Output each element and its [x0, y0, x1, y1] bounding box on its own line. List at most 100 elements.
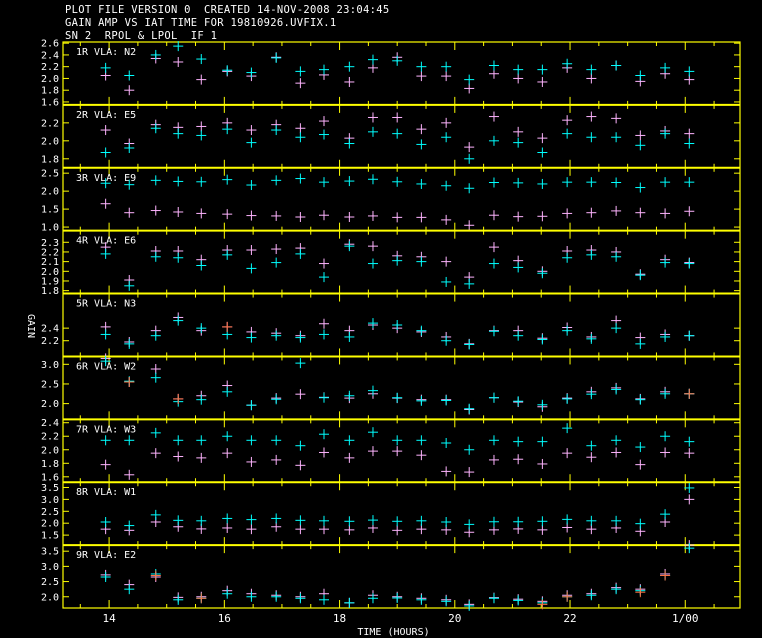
rpol-point [124, 435, 135, 446]
lpol-point [222, 448, 233, 459]
rpol-point [367, 54, 378, 65]
rpol-point [100, 62, 111, 73]
y-tick-label: 2.4 [41, 418, 59, 429]
x-axis-label: TIME (HOURS) [357, 627, 429, 638]
rpol-point [100, 248, 111, 259]
rpol-point [319, 329, 330, 340]
rpol-point [488, 177, 499, 188]
lpol-point [513, 126, 524, 137]
lpol-point [416, 71, 427, 82]
lpol-point [488, 210, 499, 221]
y-tick-label: 2.4 [41, 324, 59, 335]
lpol-point [246, 456, 257, 467]
rpol-point [660, 128, 671, 139]
rpol-point [271, 394, 282, 405]
rpol-point [271, 52, 282, 63]
rpol-point [586, 590, 597, 601]
rpol-point [586, 440, 597, 451]
rpol-point [464, 183, 475, 194]
rpol-point [295, 248, 306, 259]
lpol-point [150, 205, 161, 216]
rpol-point [586, 333, 597, 344]
y-tick-label: 2.0 [41, 519, 59, 530]
lpol-point [464, 142, 475, 153]
rpol-point [222, 386, 233, 397]
lpol-point [100, 125, 111, 136]
lpol-point [271, 454, 282, 465]
lpol-point [319, 447, 330, 458]
y-tick-label: 3.0 [41, 360, 59, 371]
rpol-point [222, 588, 233, 599]
rpol-point [100, 356, 111, 367]
rpol-point [124, 143, 135, 154]
rpol-point [586, 64, 597, 75]
lpol-point [586, 111, 597, 122]
rpol-point [660, 431, 671, 442]
y-tick-label: 2.5 [41, 507, 59, 518]
lpol-point [537, 76, 548, 87]
rpol-point [295, 173, 306, 184]
lpol-point [537, 133, 548, 144]
rpol-point [392, 128, 403, 139]
rpol-point [344, 516, 355, 527]
lpol-point [562, 208, 573, 219]
rpol-point [488, 392, 499, 403]
rpol-point [173, 176, 184, 187]
lpol-point [295, 460, 306, 471]
lpol-point [100, 198, 111, 209]
lpol-point [441, 466, 452, 477]
rpol-point [246, 263, 257, 274]
lpol-point [367, 210, 378, 221]
lpol-point [586, 207, 597, 218]
plot-frame [62, 41, 741, 609]
rpol-point [441, 180, 452, 191]
rpol-point [319, 272, 330, 283]
rpol-point [660, 388, 671, 399]
rpol-point [513, 177, 524, 188]
rpol-point [150, 251, 161, 262]
rpol-point [586, 249, 597, 260]
lpol-point [246, 210, 257, 221]
rpol-point [416, 256, 427, 267]
rpol-point [100, 435, 111, 446]
rpol-point [635, 70, 646, 81]
rpol-point [684, 66, 695, 77]
rpol-point [124, 70, 135, 81]
lpol-point [319, 318, 330, 329]
lpol-point [100, 459, 111, 470]
lpol-point [271, 210, 282, 221]
rpol-point [464, 278, 475, 289]
y-tick-label: 1.8 [41, 286, 59, 297]
lpol-point [684, 206, 695, 217]
rpol-point [295, 440, 306, 451]
rpol-point [319, 129, 330, 140]
lpol-point [586, 524, 597, 535]
lpol-point [196, 452, 207, 463]
rpol-point [488, 435, 499, 446]
lpol-point [124, 469, 135, 480]
rpol-point [319, 64, 330, 75]
rpol-point [513, 436, 524, 447]
rpol-point [367, 258, 378, 269]
lpol-point [416, 212, 427, 223]
rpol-point [295, 332, 306, 343]
lpol-point [416, 124, 427, 135]
rpol-point [222, 65, 233, 76]
rpol-point [416, 594, 427, 605]
y-tick-label: 1.9 [41, 276, 59, 287]
rpol-point [488, 593, 499, 604]
rpol-point [464, 519, 475, 530]
rpol-point [319, 177, 330, 188]
rpol-point [367, 174, 378, 185]
lpol-point [222, 209, 233, 220]
rpol-point [513, 330, 524, 341]
rpol-point [271, 513, 282, 524]
lpol-point [271, 244, 282, 255]
rpol-point [513, 516, 524, 527]
lpol-point [537, 458, 548, 469]
rpol-point [464, 444, 475, 455]
rpol-point [150, 330, 161, 341]
rpol-point [416, 515, 427, 526]
rpol-point [196, 323, 207, 334]
